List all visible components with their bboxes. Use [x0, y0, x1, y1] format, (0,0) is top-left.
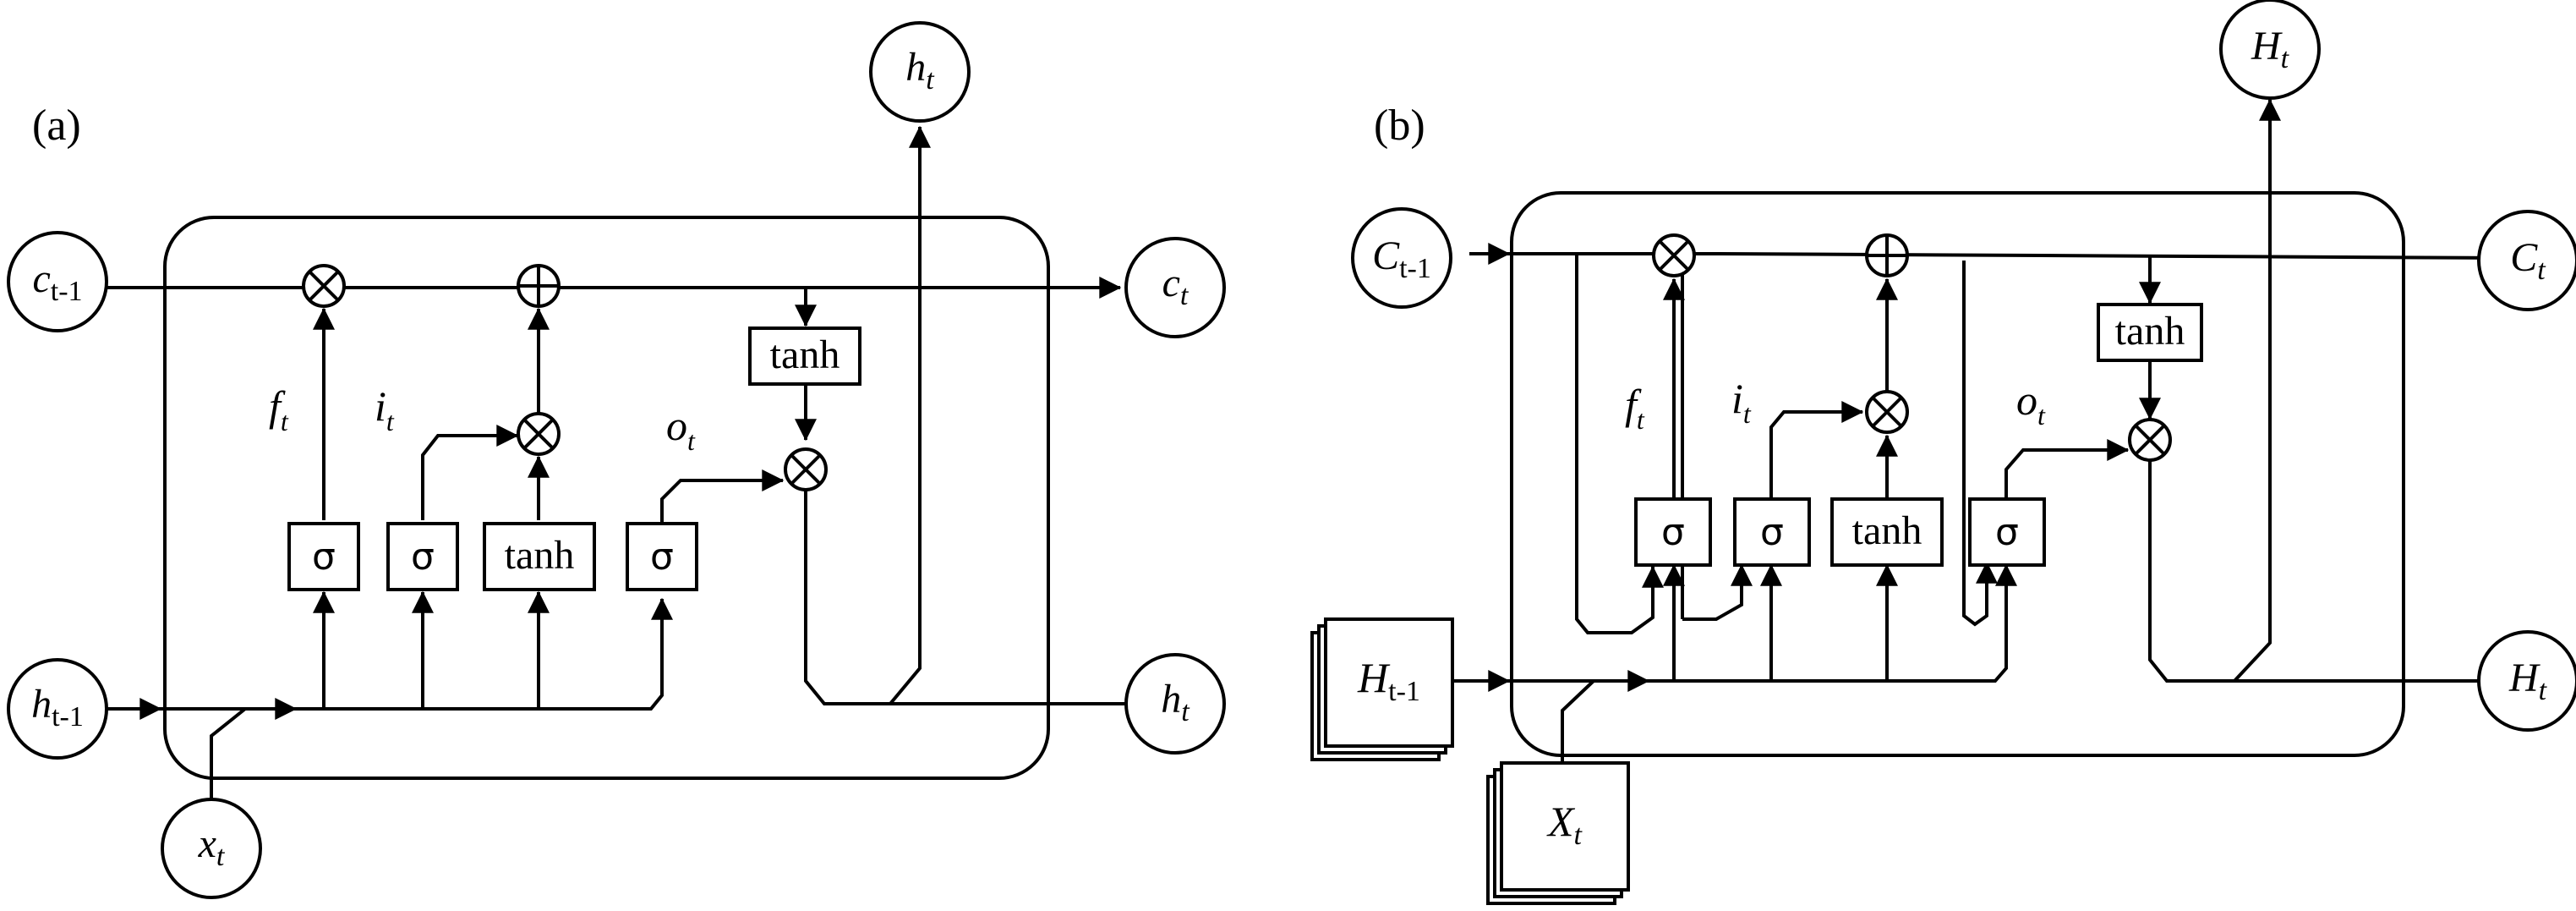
add-op-b	[1865, 233, 1909, 277]
tanh-box-cell-a	[748, 327, 861, 386]
cell-state-mid-b	[1720, 246, 2504, 269]
node-h-top-a	[869, 21, 971, 123]
multiply-op-i-b	[1865, 390, 1909, 434]
multiply-op-o-b	[2128, 418, 2172, 462]
sigma-box-o-b	[1968, 497, 2046, 567]
peephole-o-b	[1962, 261, 1998, 627]
node-h-out-label-a: ht	[1161, 677, 1190, 727]
panel-a-text: (a) σ σ tanh σ tanh ft it ot ct-1 ht-1 x…	[31, 45, 1190, 872]
i-peep-b	[1682, 563, 1753, 621]
sigma-box-f-a	[287, 522, 360, 591]
i-gate-label-a: it	[375, 382, 395, 436]
sigma-box-f-b	[1634, 497, 1712, 567]
o-gate-label-b: ot	[2016, 376, 2046, 431]
multiply-op-i-a	[517, 412, 561, 456]
input-bus-a2	[296, 597, 673, 711]
i-gate-out-b	[1769, 401, 1864, 499]
x-input-line-b	[1561, 679, 1595, 766]
node-H-top-b	[2219, 0, 2321, 100]
node-H-prev-label-b: Ht-1	[1357, 654, 1420, 707]
node-x-label-a: xt	[198, 821, 226, 872]
sigma-label-i-a: σ	[411, 535, 435, 579]
cell-box-a	[163, 216, 1050, 780]
panel-b-text: (b) σ σ tanh σ tanh ft it ot Ct-1 Ct Ht …	[1357, 24, 2548, 851]
node-X-label-b: Xt	[1546, 798, 1583, 851]
input-bus-b2	[1649, 563, 2017, 683]
o-gate-out-b	[2004, 439, 2130, 499]
tanh-label-gate-a: tanh	[505, 533, 575, 578]
add-op-a	[517, 264, 561, 308]
node-h-top-label-a: ht	[905, 45, 935, 96]
tanh-label-cell-b: tanh	[2115, 309, 2185, 354]
multiply-op-f-b	[1652, 233, 1696, 277]
multiply-op-o-a	[784, 447, 828, 491]
node-c-prev-label-a: ct-1	[32, 256, 82, 307]
output-path-a	[804, 491, 1126, 705]
node-h-prev-label-a: ht-1	[31, 682, 84, 733]
sigma-box-o-a	[626, 522, 698, 591]
node-C-prev-b	[1351, 207, 1452, 309]
output-up-a	[889, 125, 931, 705]
o-gate-label-a: ot	[666, 402, 696, 456]
i-gate-out-a	[421, 425, 519, 520]
output-path-b	[2148, 461, 2481, 683]
node-H-out-label-b: Ht	[2508, 656, 2548, 706]
f-gate-label-b: ft	[1625, 381, 1645, 435]
sigma-label-f-b: σ	[1661, 511, 1685, 554]
sigma-box-i-a	[386, 522, 459, 591]
node-C-out-label-b: Ct	[2510, 235, 2546, 286]
node-H-prev-b	[1310, 617, 1454, 761]
node-h-prev-a	[7, 658, 108, 760]
o-gate-out-a	[660, 469, 785, 524]
panel-a-label: (a)	[32, 102, 81, 150]
tanh-box-gate-b	[1830, 497, 1944, 567]
sigma-label-i-b: σ	[1760, 511, 1784, 554]
node-H-out-b	[2477, 630, 2576, 732]
sigma-label-f-a: σ	[312, 535, 336, 579]
tanh-box-cell-b	[2097, 303, 2203, 362]
f-gate-label-a: ft	[269, 382, 289, 436]
node-X-b	[1486, 761, 1630, 905]
node-c-out-a	[1124, 237, 1226, 338]
peephole-f-b	[1575, 254, 1664, 634]
panel-b	[1310, 0, 2576, 905]
sigma-box-i-b	[1733, 497, 1811, 567]
sigma-label-o-b: σ	[1995, 511, 2019, 554]
node-c-out-label-a: ct	[1162, 261, 1190, 311]
x-input-line-a	[210, 707, 247, 799]
node-c-prev-a	[7, 231, 108, 332]
i-gate-label-b: it	[1731, 375, 1752, 429]
panel-a	[7, 21, 1226, 899]
node-H-top-label-b: Ht	[2251, 24, 2290, 74]
sigma-label-o-a: σ	[650, 535, 674, 579]
tanh-label-cell-a: tanh	[770, 332, 840, 377]
node-x-a	[161, 798, 262, 899]
tanh-box-gate-a	[483, 522, 596, 591]
node-h-out-a	[1124, 653, 1226, 755]
output-up-b	[2233, 98, 2281, 683]
cell-box-b	[1510, 191, 2405, 757]
panel-b-label: (b)	[1374, 102, 1425, 150]
tanh-label-gate-b: tanh	[1852, 508, 1922, 553]
multiply-op-f-a	[302, 264, 346, 308]
node-C-out-b	[2477, 210, 2576, 311]
node-C-prev-label-b: Ct-1	[1372, 233, 1431, 284]
